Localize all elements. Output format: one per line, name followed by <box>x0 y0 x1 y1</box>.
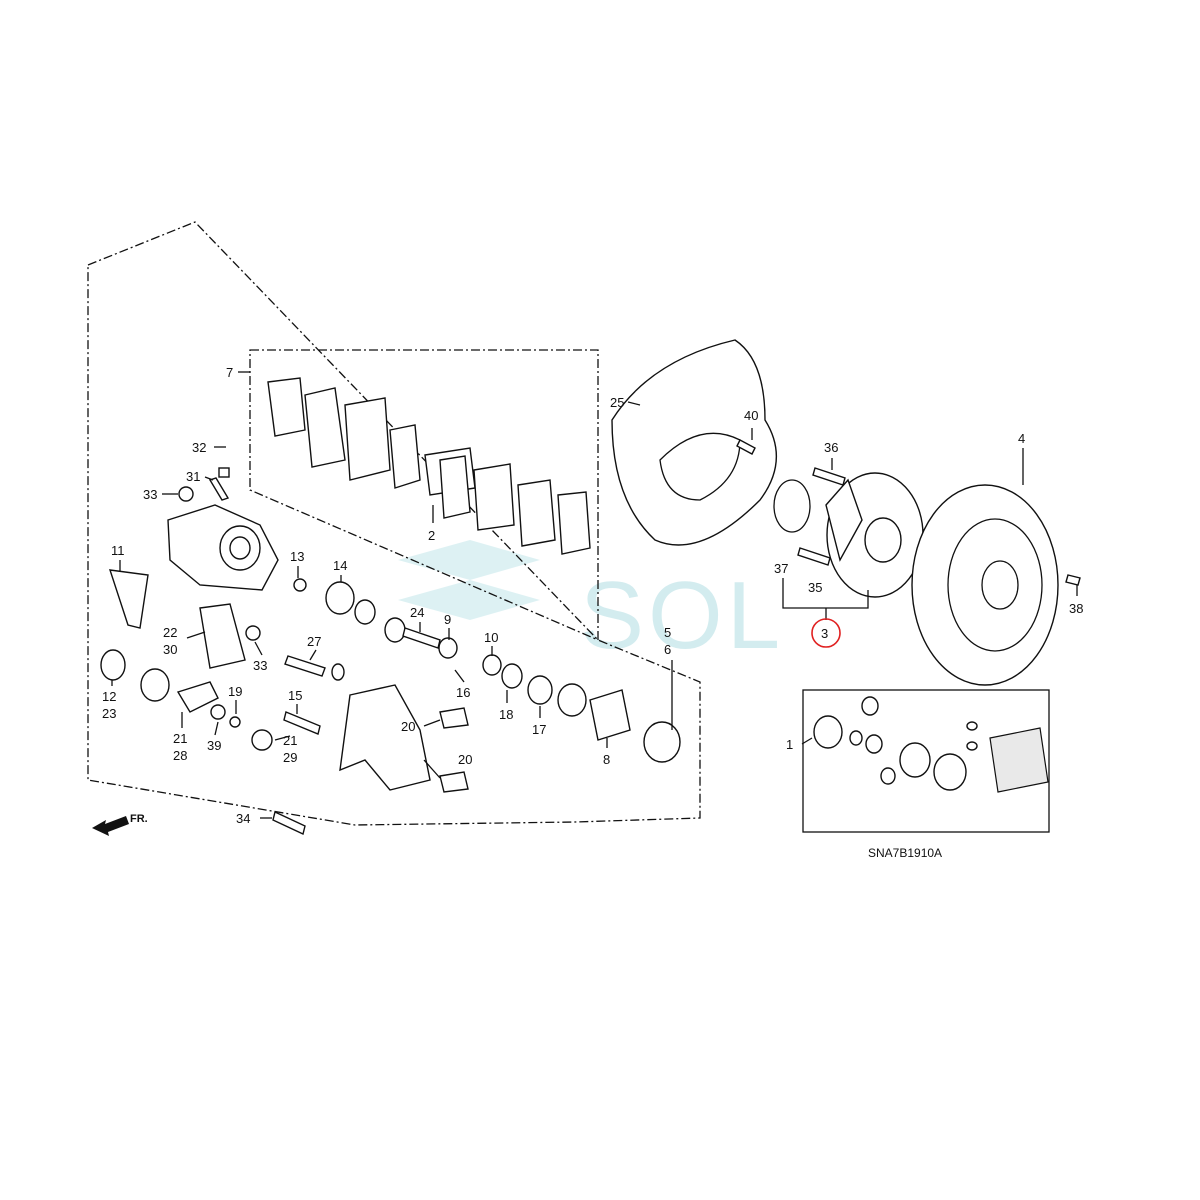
leader-lines <box>111 371 1078 819</box>
callout-30: 30 <box>163 642 177 657</box>
callout-13: 13 <box>290 549 304 564</box>
callout-12: 12 <box>102 689 116 704</box>
callout-26: 25 <box>610 395 624 410</box>
callout-3: 3 <box>821 626 828 641</box>
callout-1: 1 <box>786 737 793 752</box>
seal-kit-parts <box>813 696 1049 793</box>
front-label: FR. <box>130 813 148 825</box>
callout-39: 39 <box>207 738 221 753</box>
callout-34: 34 <box>236 811 250 826</box>
splash-shield <box>611 339 777 546</box>
callout-40: 40 <box>744 408 758 423</box>
watermark: SOL <box>398 540 784 669</box>
callout-32: 32 <box>192 440 206 455</box>
caliper-bracket <box>339 684 431 791</box>
callout-8: 8 <box>603 752 610 767</box>
brake-disc <box>911 484 1059 686</box>
callout-25: 24 <box>410 605 424 620</box>
callout-35: 35 <box>808 580 822 595</box>
front-arrow: FR. <box>92 813 148 836</box>
callout-27: 27 <box>307 634 321 649</box>
callout-33-mid: 33 <box>253 658 267 673</box>
callout-38: 38 <box>1069 601 1083 616</box>
callout-6: 6 <box>664 642 671 657</box>
callout-28: 28 <box>173 748 187 763</box>
callout-10: 10 <box>484 630 498 645</box>
highlight-circle <box>811 618 841 648</box>
callout-2: 2 <box>428 528 435 543</box>
callout-20-upper: 20 <box>401 719 415 734</box>
callout-29: 29 <box>283 750 297 765</box>
pad-kit-box <box>249 349 599 641</box>
callout-21: 21 <box>173 731 187 746</box>
callout-9: 9 <box>444 612 451 627</box>
callout-22: 21 <box>283 733 297 748</box>
callouts: 7 2 25 40 36 4 38 37 35 3 1 32 31 33 11 … <box>102 365 1083 826</box>
caliper-body <box>167 504 279 591</box>
callout-36: 36 <box>824 440 838 455</box>
callout-15: 15 <box>288 688 302 703</box>
caliper-group-box <box>87 221 701 826</box>
callout-20-lower: 20 <box>458 752 472 767</box>
callout-31: 31 <box>186 469 200 484</box>
callout-16: 16 <box>456 685 470 700</box>
callout-7: 7 <box>226 365 233 380</box>
small-parts <box>100 439 1081 835</box>
callout-24: 23 <box>102 706 116 721</box>
watermark-text: SOL <box>580 562 784 669</box>
callout-4: 4 <box>1018 431 1025 446</box>
callout-19: 19 <box>228 684 242 699</box>
callout-11: 11 <box>111 543 125 558</box>
callout-23: 22 <box>163 625 177 640</box>
seal-kit-box <box>802 689 1050 833</box>
callout-5: 5 <box>664 625 671 640</box>
diagram-code: SNA7B1910A <box>868 846 942 860</box>
callout-18: 18 <box>499 707 513 722</box>
callout-17: 17 <box>532 722 546 737</box>
hub-bearing <box>773 472 924 598</box>
callout-33-top: 33 <box>143 487 157 502</box>
callout-37: 37 <box>774 561 788 576</box>
callout-14: 14 <box>333 558 347 573</box>
brake-pads <box>267 377 591 555</box>
